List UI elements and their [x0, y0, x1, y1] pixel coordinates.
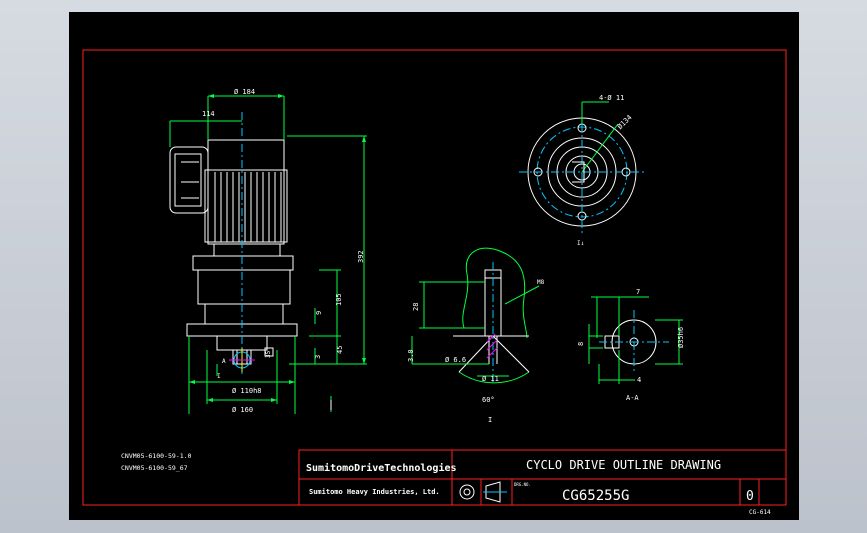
- drawing-number: CG65255G: [562, 488, 629, 504]
- drawing-title: CYCLO DRIVE OUTLINE DRAWING: [526, 458, 721, 472]
- label-a: A: [222, 358, 226, 365]
- label-pcd: Ø134: [616, 113, 634, 131]
- dim-114: 114: [202, 110, 215, 118]
- dim-11: Ø 11: [482, 375, 499, 383]
- output-shaft-detail: [229, 348, 255, 372]
- sheet-code: CG-614: [749, 509, 771, 516]
- flange-view: [519, 101, 645, 236]
- label-holes: 4-Ø 11: [599, 94, 624, 102]
- detail-label: I: [488, 416, 492, 424]
- drg-no-label: DRG.NO.: [514, 482, 531, 487]
- dim-6-6: Ø 6.6: [445, 356, 466, 364]
- model-line-2: CNVM05-6100-59_67: [121, 464, 188, 472]
- company-name: SumitomoDriveTechnologies: [306, 462, 457, 474]
- view-label: I↓: [577, 240, 584, 247]
- dim-4: 4: [637, 376, 641, 384]
- side-view-dimensions: [169, 95, 367, 414]
- dim-105: 105: [335, 293, 343, 306]
- company-sub: Sumitomo Heavy Industries, Ltd.: [309, 488, 440, 496]
- dim-3: 3: [314, 355, 322, 359]
- dim-7: 7: [636, 288, 640, 296]
- model-line-1: CNVM05-6100-59-1.0: [121, 452, 192, 460]
- dim-45: 45: [336, 346, 344, 354]
- dim-angle: 60°: [482, 396, 495, 404]
- revision: 0: [746, 489, 754, 504]
- projection-symbol: [459, 481, 507, 503]
- side-view: [169, 139, 298, 365]
- drawing-canvas: Ø 184 114 392 105 45 9 3 Ø 110h8 Ø 160 3…: [82, 49, 787, 516]
- cad-viewport[interactable]: Ø 184 114 392 105 45 9 3 Ø 110h8 Ø 160 3…: [69, 12, 799, 520]
- side-view-arrows: [189, 94, 366, 402]
- detail-i-hatch: [486, 333, 498, 359]
- label-i: I: [217, 373, 221, 380]
- dim-8: 8: [577, 342, 585, 346]
- label-m8: M8: [537, 279, 545, 286]
- dim-35: 35: [265, 350, 272, 358]
- dim-28: 28: [412, 303, 420, 311]
- section-a-a: [588, 296, 683, 384]
- section-label: A-A: [626, 394, 639, 402]
- title-block: [298, 449, 787, 506]
- drawing-border: [82, 49, 787, 506]
- dim-top-diameter: Ø 184: [234, 88, 255, 96]
- dim-shaft-dia: Ø35h6: [677, 327, 685, 348]
- detail-i: [411, 247, 540, 384]
- dim-110: Ø 110h8: [232, 387, 262, 395]
- dim-3-0: 3.0: [407, 349, 415, 362]
- dim-160: Ø 160: [232, 406, 253, 414]
- dim-9: 9: [315, 311, 323, 315]
- dim-height: 392: [357, 250, 365, 263]
